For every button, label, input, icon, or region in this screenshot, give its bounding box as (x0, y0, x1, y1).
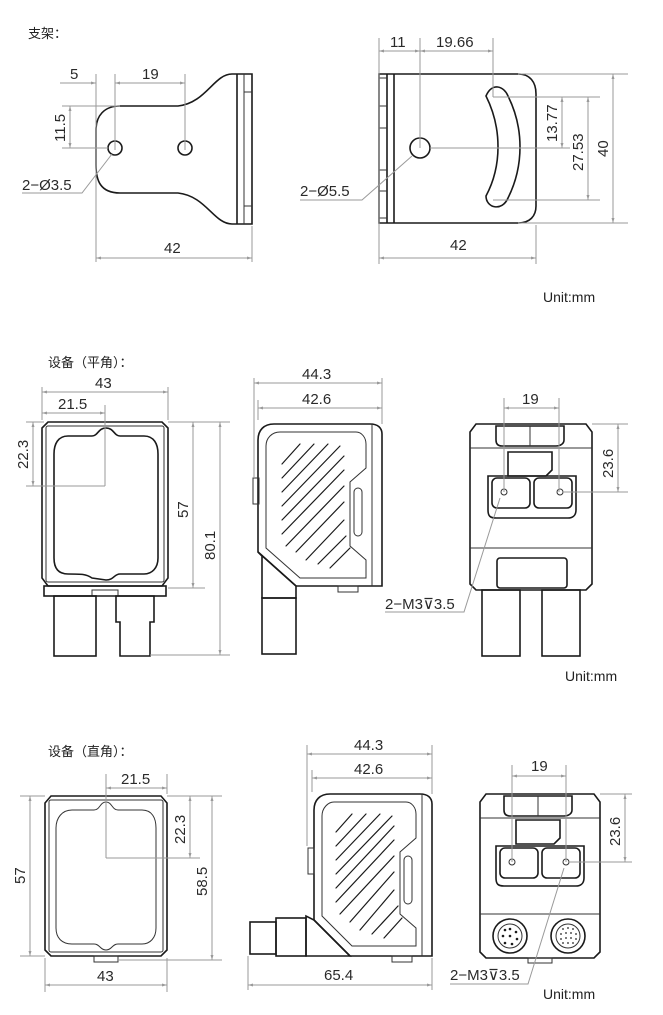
dim-label: 44.3 (302, 366, 331, 383)
dim-label: 27.53 (570, 133, 587, 171)
dim-label: 23.6 (607, 817, 624, 846)
dim-label: 13.77 (544, 104, 561, 142)
m12-connector-17pin (550, 918, 586, 954)
bracket-side-outline (95, 73, 253, 225)
hole-callout: 2−Ø5.5 (300, 183, 350, 200)
connector (53, 595, 97, 657)
device-side-outline (313, 793, 433, 957)
units-label: Unit:mm (543, 986, 595, 1002)
cooling-fins (281, 443, 351, 569)
dim-label: 23.6 (600, 449, 617, 478)
device-right-angle-side-view: 44.3 42.6 65.4 (247, 737, 433, 990)
thread-callout: 2−M3⊽3.5 (450, 967, 520, 984)
connector (481, 589, 521, 657)
dim-label: 19 (531, 758, 548, 775)
device-right-angle-section-title: 设备（直角）： (48, 744, 133, 760)
dim-label: 19 (142, 66, 159, 83)
cooling-fins (335, 813, 403, 939)
dim-label: 80.1 (202, 531, 219, 560)
device-right-angle-front-view: 21.5 57 22.3 58.5 43 (12, 771, 222, 992)
bracket-section-title: 支架： (28, 27, 67, 42)
dim-label: 43 (97, 968, 114, 985)
dim-label: 22.3 (172, 815, 189, 844)
dim-label: 21.5 (121, 771, 150, 788)
m12-connector-8pin (492, 918, 528, 954)
units-label: Unit:mm (565, 668, 617, 684)
dim-label: 21.5 (58, 396, 87, 413)
connector (275, 917, 307, 957)
dim-label: 5 (70, 66, 78, 83)
connector (249, 921, 277, 955)
dim-label: 40 (595, 140, 612, 157)
device-flat-front-view: 43 21.5 22.3 57 80.1 (15, 375, 230, 657)
dim-label: 42 (164, 240, 181, 257)
dim-label: 22.3 (15, 440, 32, 469)
device-back-outline (479, 793, 601, 959)
device-back-outline (469, 423, 593, 591)
bracket-side-view: 5 19 11.5 42 2−Ø3.5 (22, 66, 253, 262)
hole-callout: 2−Ø3.5 (22, 177, 72, 194)
dim-label: 57 (175, 501, 192, 518)
dim-label: 42 (450, 237, 467, 254)
thread-callout: 2−M3⊽3.5 (385, 596, 455, 613)
device-body-outline (44, 795, 168, 957)
dim-label: 43 (95, 375, 112, 392)
lens-window (53, 427, 159, 581)
connector (115, 595, 155, 657)
bracket-arc-slot (485, 86, 521, 208)
bracket-front-view: 11 19.66 13.77 27.53 40 42 2−Ø5.5 (300, 34, 628, 264)
device-right-angle-back-view: 19 23.6 2−M3⊽3.5 (450, 758, 632, 985)
connector (261, 597, 297, 655)
lens-window (55, 801, 157, 951)
dim-label: 58.5 (194, 867, 211, 896)
dim-label: 44.3 (354, 737, 383, 754)
connector (541, 589, 581, 657)
dim-label: 42.6 (354, 761, 383, 778)
device-flat-side-view: 44.3 42.6 (252, 366, 383, 655)
units-label: Unit:mm (543, 289, 595, 305)
dim-label: 42.6 (302, 391, 331, 408)
dim-label: 11.5 (52, 114, 69, 142)
dim-label: 57 (12, 867, 29, 884)
device-flat-back-view: 19 23.6 2−M3⊽3.5 (385, 391, 628, 657)
device-flat-section-title: 设备（平角）： (48, 355, 133, 371)
dim-label: 19.66 (436, 34, 474, 51)
dim-label: 19 (522, 391, 539, 408)
dim-label: 65.4 (324, 967, 353, 984)
dim-label: 11 (390, 34, 406, 51)
